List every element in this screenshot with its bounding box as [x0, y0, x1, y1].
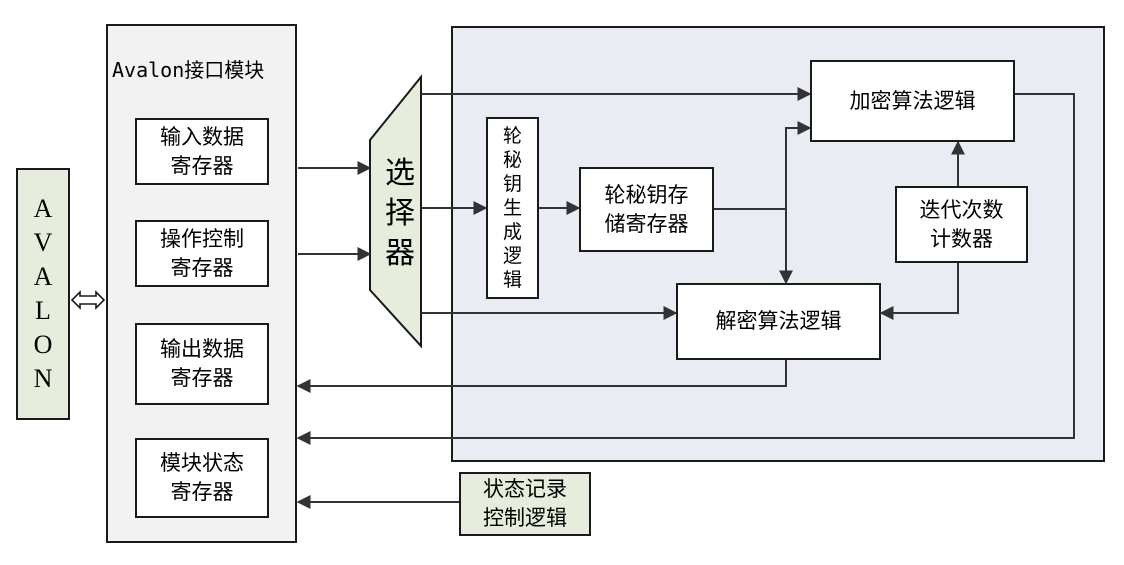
avalon-bidirectional-arrow — [70, 290, 106, 310]
output-data-register-label: 输出数据 寄存器 — [160, 337, 244, 390]
arrow-counter-to-decrypt — [879, 263, 959, 320]
avalon-bus-label: A V A L O N — [33, 194, 53, 393]
iteration-counter: 迭代次数 计数器 — [895, 186, 1028, 263]
encryption-logic: 加密算法逻辑 — [810, 60, 1015, 142]
input-data-register: 输入数据 寄存器 — [135, 118, 269, 185]
decryption-logic: 解密算法逻辑 — [676, 283, 881, 360]
round-key-storage-label: 轮秘钥存 储寄存器 — [604, 182, 689, 236]
arrow-keystore-to-encrypt — [785, 121, 812, 209]
avalon-interface-title: Avalon接口模块 — [112, 58, 265, 82]
iteration-counter-label: 迭代次数 计数器 — [919, 197, 1004, 251]
round-key-generation-label: 轮 秘 钥 生 成 逻 辑 — [502, 125, 522, 291]
status-record-control-logic: 状态记录 控制逻辑 — [459, 472, 591, 536]
arrow-encrypt-to-interface — [296, 93, 1075, 445]
selector-label: 选 择 器 — [385, 156, 415, 271]
module-status-register-label: 模块状态 寄存器 — [160, 451, 244, 504]
operation-control-register-label: 操作控制 寄存器 — [160, 226, 244, 280]
operation-control-register: 操作控制 寄存器 — [135, 220, 269, 287]
selector-shape — [369, 74, 422, 349]
output-data-register: 输出数据 寄存器 — [135, 323, 269, 405]
arrow-decrypt-to-output-register — [296, 360, 787, 393]
input-data-register-label: 输入数据 寄存器 — [160, 124, 244, 178]
module-status-register: 模块状态 寄存器 — [135, 438, 269, 518]
status-record-control-label: 状态记录 控制逻辑 — [483, 477, 567, 530]
encryption-logic-label: 加密算法逻辑 — [849, 88, 976, 113]
avalon-bus-block: A V A L O N — [16, 168, 70, 420]
round-key-generation-logic: 轮 秘 钥 生 成 逻 辑 — [486, 117, 539, 299]
decryption-logic-label: 解密算法逻辑 — [715, 309, 842, 333]
